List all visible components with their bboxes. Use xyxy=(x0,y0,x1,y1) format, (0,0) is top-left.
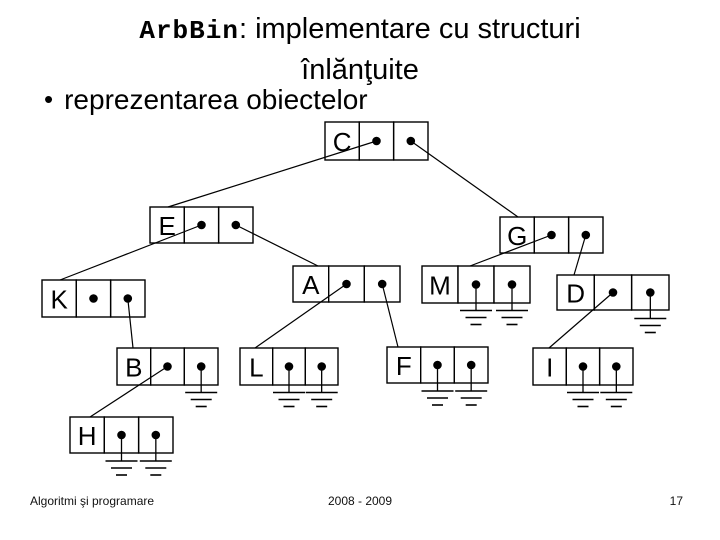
node-label-A: A xyxy=(302,270,320,300)
pointer-dot-G-left xyxy=(547,230,556,240)
pointer-dot-F-left xyxy=(433,360,442,370)
pointer-dot-B-right xyxy=(196,362,206,371)
pointer-dot-B-left xyxy=(163,362,172,371)
node-label-C: C xyxy=(333,127,352,157)
node-cell-G-1 xyxy=(533,216,570,254)
node-cell-C-0 xyxy=(324,121,360,161)
pointer-dot-D-left xyxy=(608,288,618,297)
footer-page-number: 17 xyxy=(669,494,683,508)
slide-title: ArbBin: implementare cu structuri înlănţ… xyxy=(0,10,720,90)
node-cell-K-2 xyxy=(109,279,146,318)
edge-C-left-E xyxy=(167,140,377,208)
node-label-L: L xyxy=(249,353,263,383)
edge-A-left-L xyxy=(254,283,347,349)
node-cell-F-0 xyxy=(386,346,422,384)
node-cell-C-2 xyxy=(393,121,429,161)
pointer-dot-H-right xyxy=(151,430,161,440)
node-cell-B-0 xyxy=(116,347,152,386)
edge-E-left-K xyxy=(59,224,202,281)
pointer-dot-L-right xyxy=(317,362,327,371)
pointer-dot-I-right xyxy=(612,362,621,371)
pointer-dot-K-left xyxy=(89,294,98,303)
edge-B-left-H xyxy=(89,365,168,418)
footer-year: 2008 - 2009 xyxy=(327,494,393,508)
edge-G-left-M xyxy=(469,234,552,267)
pointer-dot-L-left xyxy=(284,362,294,371)
node-label-I: I xyxy=(546,353,553,383)
pointer-dot-G-right xyxy=(581,230,591,240)
pointer-dot-K-right xyxy=(123,294,133,303)
node-label-M: M xyxy=(429,271,451,301)
edge-E-right-A xyxy=(235,224,319,267)
node-label-B: B xyxy=(125,353,142,383)
bullet-text: reprezentarea obiectelor xyxy=(64,84,368,115)
edge-A-right-F xyxy=(381,283,399,348)
node-cell-M-0 xyxy=(421,265,459,304)
pointer-dot-A-left xyxy=(342,279,351,289)
pointer-dot-M-left xyxy=(471,280,481,289)
title-rest-text: : implementare cu structuri xyxy=(238,13,581,45)
node-cell-D-0 xyxy=(556,274,595,311)
node-cell-G-0 xyxy=(499,216,535,254)
node-cell-K-0 xyxy=(41,279,77,318)
node-cell-A-0 xyxy=(292,265,330,303)
node-cell-L-0 xyxy=(239,347,274,386)
pointer-dot-E-right xyxy=(231,220,241,230)
pointer-dot-D-right xyxy=(646,288,655,297)
pointer-dot-E-left xyxy=(197,220,206,230)
slide-title-line2: înlănţuite xyxy=(301,54,419,86)
edge-K-right-B xyxy=(127,298,134,349)
node-label-F: F xyxy=(396,351,412,381)
pointer-dot-A-right xyxy=(377,279,387,289)
node-label-G: G xyxy=(507,221,527,251)
pointer-dot-H-left xyxy=(117,430,126,440)
node-label-D: D xyxy=(566,279,585,309)
edge-C-right-G xyxy=(410,140,519,218)
footer-course-name: Algoritmi şi programare xyxy=(30,494,155,508)
title-code-text: ArbBin xyxy=(139,16,239,46)
node-label-H: H xyxy=(78,421,97,451)
bullet-marker-icon: • xyxy=(44,84,54,114)
node-label-E: E xyxy=(159,211,176,241)
node-label-K: K xyxy=(51,285,69,315)
pointer-dot-C-left xyxy=(372,136,381,146)
pointer-dot-F-right xyxy=(466,360,476,370)
edge-D-left-I xyxy=(548,292,614,349)
pointer-dot-I-left xyxy=(578,362,588,371)
bullet-item: • reprezentarea obiectelor xyxy=(44,84,368,116)
edge-G-right-D xyxy=(573,234,587,276)
slide-title-line1: ArbBin: implementare cu structuri xyxy=(0,10,720,51)
node-cell-H-0 xyxy=(69,416,105,454)
pointer-dot-M-right xyxy=(507,280,517,289)
pointer-dot-C-right xyxy=(406,136,416,146)
